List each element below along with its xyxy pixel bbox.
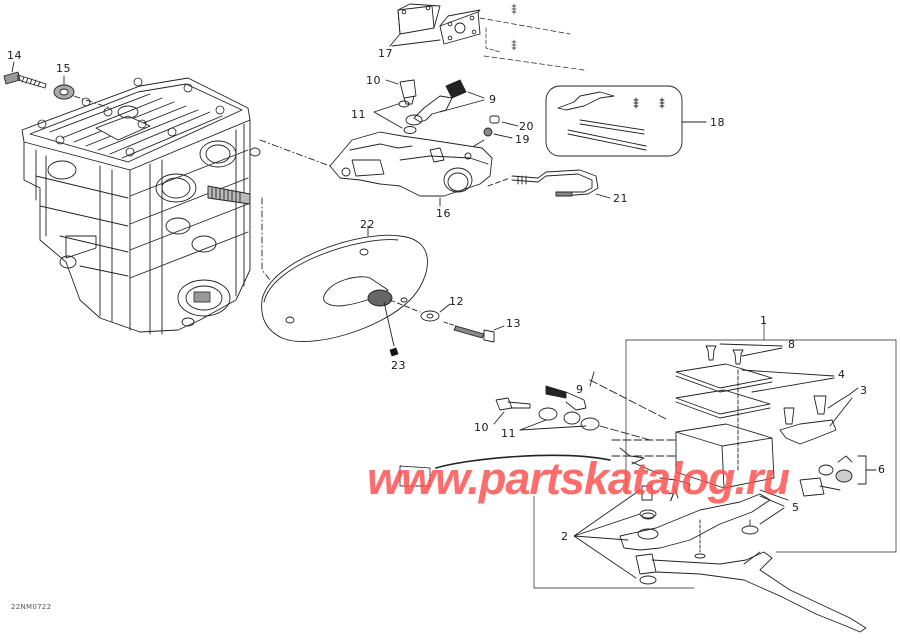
callout-2[interactable]: 2 [561, 530, 569, 543]
callout-11-master[interactable]: 11 [501, 427, 516, 440]
callout-21[interactable]: 21 [613, 192, 628, 205]
pivot-2-drawing [573, 485, 657, 585]
pad-pins-drawing [479, 3, 585, 71]
callout-1[interactable]: 1 [760, 314, 768, 327]
washers-11-drawing [373, 100, 423, 134]
callout-9-master[interactable]: 9 [576, 383, 584, 396]
callout-20[interactable]: 20 [519, 120, 534, 133]
callout-5[interactable]: 5 [792, 501, 800, 514]
brake-lever-drawing [619, 493, 867, 633]
callout-17[interactable]: 17 [378, 47, 393, 60]
master-cylinder-frame [533, 319, 897, 589]
brake-hose-drawing [435, 454, 611, 469]
nipple-23-drawing [389, 347, 399, 357]
bolt-14-drawing [3, 61, 47, 89]
pushrod-7-drawing [659, 477, 691, 493]
callout-18[interactable]: 18 [710, 116, 725, 129]
callout-3[interactable]: 3 [860, 384, 868, 397]
clip-21-drawing [487, 169, 611, 199]
callout-15[interactable]: 15 [56, 62, 71, 75]
callout-16[interactable]: 16 [436, 207, 451, 220]
gearbox-housing-drawing [21, 77, 261, 335]
callout-4[interactable]: 4 [838, 368, 846, 381]
callout-22[interactable]: 22 [360, 218, 375, 231]
callout-10-caliper[interactable]: 10 [366, 74, 381, 87]
pad-kit-box-18-drawing [545, 85, 707, 157]
hose-fitting-lower-drawing [493, 371, 651, 441]
banjo-9-drawing [413, 79, 485, 123]
callout-7[interactable]: 7 [668, 491, 676, 504]
reservoir-cover-drawing [589, 343, 877, 501]
washer-12-drawing [420, 310, 440, 322]
callout-8[interactable]: 8 [788, 338, 796, 351]
bleeder-10-drawing [385, 79, 417, 105]
callout-6[interactable]: 6 [878, 463, 886, 476]
nut-15-drawing [53, 75, 75, 100]
bolt-13-drawing [443, 321, 505, 343]
callout-14[interactable]: 14 [7, 49, 22, 62]
caliper-drawing [329, 131, 493, 197]
bleeder-19-drawing [483, 127, 493, 137]
brake-pads-drawing [389, 3, 481, 47]
callout-19[interactable]: 19 [515, 133, 530, 146]
callout-12[interactable]: 12 [449, 295, 464, 308]
callout-10-master[interactable]: 10 [474, 421, 489, 434]
brake-disc-drawing [261, 225, 428, 347]
callout-9-caliper[interactable]: 9 [489, 93, 497, 106]
callout-23[interactable]: 23 [391, 359, 406, 372]
cover-bolts [37, 77, 225, 157]
callout-13[interactable]: 13 [506, 317, 521, 330]
reference-code: 22NM0722 [11, 603, 52, 611]
cap-20-drawing [489, 115, 500, 124]
callout-11-caliper[interactable]: 11 [351, 108, 366, 121]
